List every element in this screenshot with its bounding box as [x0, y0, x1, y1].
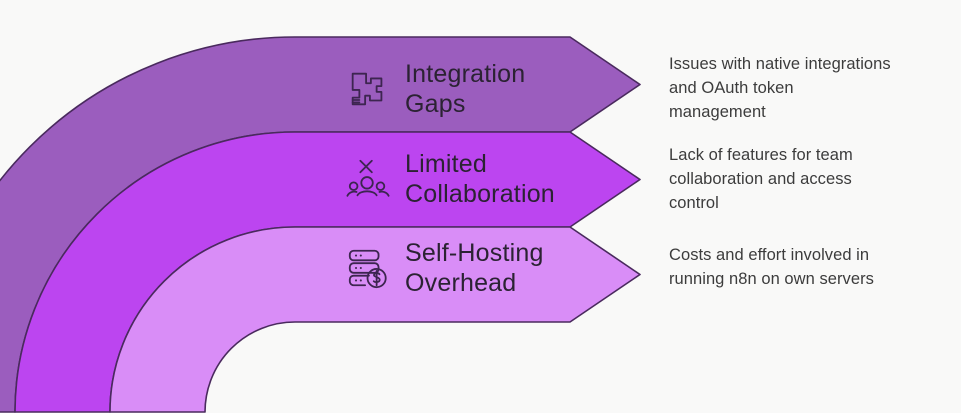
band-description-limited-collaboration: Lack of features for team collaboration …	[669, 146, 853, 212]
band-shape-self-hosting-overhead[interactable]	[109, 226, 641, 413]
band-title: Limited Collaboration	[405, 150, 555, 208]
band-description-integration-gaps: Issues with native integrations and OAut…	[669, 55, 891, 121]
band-label-integration-gaps: Integration Gaps	[345, 59, 525, 119]
puzzle-integration-icon	[351, 72, 383, 106]
band-label-limited-collaboration: Limited Collaboration	[345, 149, 555, 209]
band-description-self-hosting-overhead: Costs and effort involved in running n8n…	[669, 246, 874, 288]
users-group-x-icon	[346, 159, 390, 197]
server-cost-icon	[348, 249, 387, 289]
band-title: Self-Hosting Overhead	[405, 239, 544, 297]
band-title: Integration Gaps	[405, 60, 526, 118]
band-label-self-hosting-overhead: Self-Hosting Overhead	[345, 238, 544, 298]
